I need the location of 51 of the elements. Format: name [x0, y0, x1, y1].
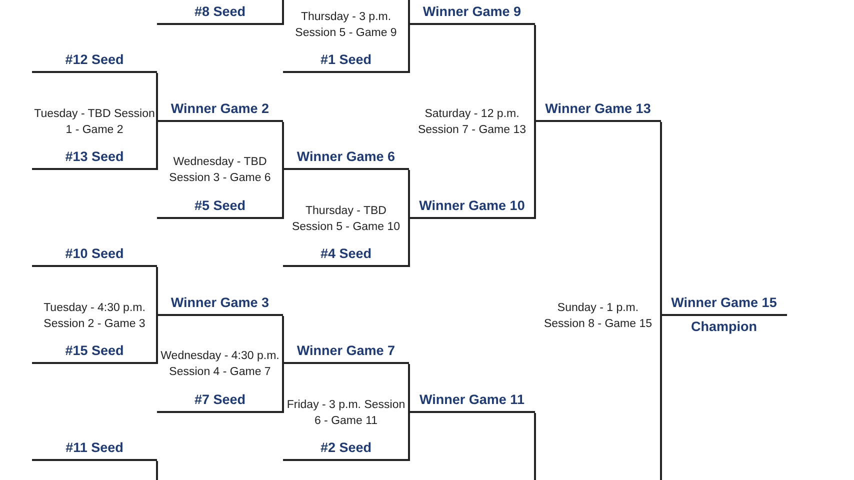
- bracket-line: [156, 461, 158, 480]
- game-schedule-text: Thursday - TBD Session 5 - Game 10: [290, 204, 402, 235]
- bracket-line: [282, 0, 284, 25]
- bracket-line: [534, 122, 536, 219]
- bracket-slot-label: #8 Seed: [157, 3, 283, 25]
- bracket-line: [156, 122, 158, 170]
- bracket-slot-label: #13 Seed: [32, 148, 157, 170]
- bracket-slot-label: Winner Game 3: [157, 294, 283, 316]
- game-schedule-text: Tuesday - 4:30 p.m. Session 2 - Game 3: [42, 301, 146, 332]
- bracket-slot-label: Winner Game 7: [283, 342, 409, 364]
- bracket-line: [534, 413, 536, 480]
- bracket-slot-label: Winner Game 2: [157, 100, 283, 122]
- game-schedule-text: Sunday - 1 p.m. Session 8 - Game 15: [542, 301, 654, 332]
- bracket-slot-label: Winner Game 9: [409, 3, 535, 25]
- game-schedule-text: Thursday - 3 p.m. Session 5 - Game 9: [294, 10, 398, 41]
- bracket-slot-label: Winner Game 13: [535, 100, 661, 122]
- bracket-line: [408, 413, 410, 461]
- bracket-line: [282, 170, 284, 219]
- bracket-slot-label: #2 Seed: [283, 439, 409, 461]
- bracket-line: [282, 122, 284, 170]
- bracket-line: [156, 267, 158, 316]
- bracket-slot-label: #12 Seed: [32, 51, 157, 73]
- bracket-line: [408, 364, 410, 413]
- game-schedule-text: Tuesday - TBD Session 1 - Game 2: [33, 107, 156, 138]
- bracket-slot-label: #7 Seed: [157, 391, 283, 413]
- bracket-slot-label: Winner Game 6: [283, 148, 409, 170]
- bracket-line: [282, 316, 284, 364]
- slot-caption: Champion: [690, 318, 758, 336]
- bracket-slot-label: #15 Seed: [32, 342, 157, 364]
- game-schedule-text: Wednesday - 4:30 p.m. Session 4 - Game 7: [160, 349, 280, 380]
- bracket-line: [660, 316, 662, 480]
- bracket-slot-label: #10 Seed: [32, 245, 157, 267]
- bracket-line: [408, 0, 410, 25]
- bracket-line: [660, 122, 662, 316]
- bracket-slot-label: Winner Game 11: [409, 391, 535, 413]
- game-schedule-text: Wednesday - TBD Session 3 - Game 6: [168, 155, 272, 186]
- bracket-line: [408, 25, 410, 73]
- bracket-slot-label: #11 Seed: [32, 439, 157, 461]
- bracket-line: [156, 316, 158, 364]
- bracket-line: [156, 73, 158, 122]
- game-schedule-text: Friday - 3 p.m. Session 6 - Game 11: [286, 398, 406, 429]
- bracket-line: [282, 364, 284, 413]
- bracket-slot-label: #5 Seed: [157, 197, 283, 219]
- bracket-slot-label: #4 Seed: [283, 245, 409, 267]
- bracket-line: [534, 25, 536, 122]
- bracket-slot-label: Winner Game 15: [661, 294, 787, 316]
- bracket-slot-label: #1 Seed: [283, 51, 409, 73]
- bracket-slot-label: Winner Game 10: [409, 197, 535, 219]
- bracket-line: [408, 219, 410, 267]
- bracket-line: [408, 170, 410, 219]
- game-schedule-text: Saturday - 12 p.m. Session 7 - Game 13: [416, 107, 528, 138]
